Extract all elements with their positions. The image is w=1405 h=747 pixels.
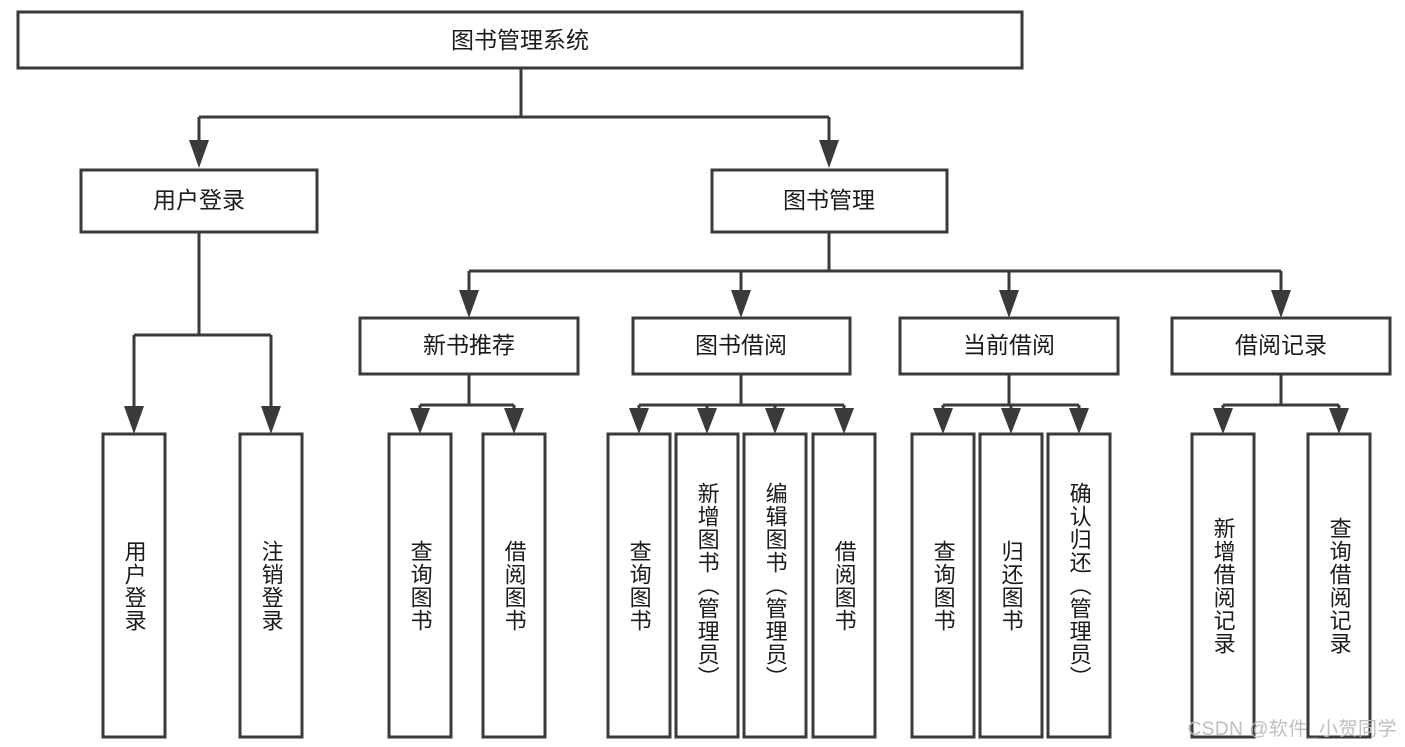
node-book-borrow-label: 图书借阅: [695, 332, 787, 358]
node-user-login[interactable]: 用户登录: [79, 168, 319, 234]
node-book-management[interactable]: 图书管理: [710, 168, 949, 234]
node-current-borrow-box[interactable]: [898, 316, 1120, 376]
arrow-head-new-book-leaf-2: [504, 408, 524, 434]
leaf-box-current-borrow-1[interactable]: [910, 432, 976, 739]
arrow-head-level3-4: [1271, 290, 1291, 318]
arrow-head-level2-2: [819, 140, 839, 168]
arrow-head-borrow-record-leaf-2: [1329, 408, 1349, 434]
arrow-head-book-borrow-leaf-2: [697, 408, 717, 434]
arrow-head-level3-1: [459, 290, 479, 318]
node-book-management-label: 图书管理: [783, 187, 875, 213]
node-new-book-recommend-label: 新书推荐: [423, 332, 515, 358]
node-book-borrow-box[interactable]: [631, 316, 852, 376]
node-root-box[interactable]: [16, 10, 1024, 70]
leaf-box-user-login-2[interactable]: [238, 432, 304, 739]
arrow-head-book-borrow-leaf-1: [629, 408, 649, 434]
leaf-box-book-borrow-3[interactable]: [742, 432, 808, 739]
arrow-head-user-login-leaf-1: [124, 406, 144, 434]
node-borrow-record[interactable]: 借阅记录: [1170, 316, 1392, 376]
arrow-head-user-login-leaf-2: [261, 406, 281, 434]
arrow-head-current-borrow-leaf-1: [933, 408, 953, 434]
node-borrow-record-box[interactable]: [1170, 316, 1392, 376]
leaf-box-current-borrow-2[interactable]: [978, 432, 1044, 739]
leaf-box-book-borrow-4[interactable]: [811, 432, 877, 739]
arrow-head-book-borrow-leaf-4: [834, 408, 854, 434]
node-user-login-label: 用户登录: [153, 187, 245, 213]
node-new-book-recommend-box[interactable]: [358, 316, 580, 376]
leaf-box-borrow-record-1[interactable]: [1190, 432, 1256, 739]
node-root-label: 图书管理系统: [451, 27, 589, 53]
node-current-borrow-label: 当前借阅: [963, 332, 1055, 358]
leaf-box-book-borrow-2[interactable]: [674, 432, 740, 739]
leaf-box-new-book-2[interactable]: [481, 432, 547, 739]
leaf-box-borrow-record-2[interactable]: [1306, 432, 1372, 739]
csdn-watermark: CSDN @软件_小贺同学: [1187, 719, 1397, 740]
node-book-management-box[interactable]: [710, 168, 949, 234]
node-book-borrow[interactable]: 图书借阅: [631, 316, 852, 376]
arrow-head-current-borrow-leaf-2: [1001, 408, 1021, 434]
node-new-book-recommend[interactable]: 新书推荐: [358, 316, 580, 376]
leaf-box-book-borrow-1[interactable]: [606, 432, 672, 739]
arrow-head-borrow-record-leaf-1: [1213, 408, 1233, 434]
leaf-box-user-login-1[interactable]: [101, 432, 167, 739]
arrow-head-level3-3: [999, 290, 1019, 318]
node-borrow-record-label: 借阅记录: [1235, 332, 1327, 358]
arrow-head-book-borrow-leaf-3: [765, 408, 785, 434]
arrow-head-current-borrow-leaf-3: [1069, 408, 1089, 434]
arrow-head-level3-2: [731, 290, 751, 318]
arrow-head-new-book-leaf-1: [410, 408, 430, 434]
node-current-borrow[interactable]: 当前借阅: [898, 316, 1120, 376]
arrow-head-level2-1: [189, 140, 209, 168]
node-root[interactable]: 图书管理系统: [16, 10, 1024, 70]
leaf-box-current-borrow-3[interactable]: [1046, 432, 1112, 739]
leaf-box-new-book-1[interactable]: [387, 432, 453, 739]
